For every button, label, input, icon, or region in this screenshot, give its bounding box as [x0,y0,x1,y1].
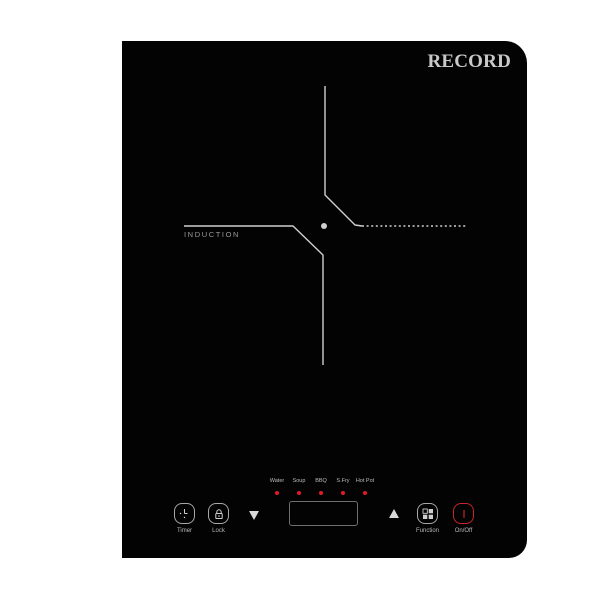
center-dot [321,223,327,229]
mode-water: Water [266,478,288,495]
red-led-icon [341,491,345,495]
lock-icon [214,508,223,519]
mode-label: Water [269,478,285,484]
clock-icon [179,509,188,519]
power-button-frame[interactable] [453,503,474,524]
lock-button-frame[interactable] [208,503,229,524]
mode-bbq: BBQ [310,478,332,495]
cooktop-panel: RECORD INDUCTION Water Soup BBQ S.Fry Ho… [122,41,527,558]
timer-label: Timer [176,528,193,534]
power-button[interactable]: On/Off [453,503,474,534]
red-led-icon [297,491,301,495]
grid-icon [422,508,433,519]
mode-indicators: Water Soup BBQ S.Fry Hot Pot [266,478,376,495]
digital-display [289,501,358,526]
mode-sfry: S.Fry [332,478,354,495]
mode-label: Soup [292,478,306,484]
up-triangle-icon[interactable] [389,509,399,518]
mode-label: BBQ [315,478,327,484]
function-label: Function [416,528,440,534]
lock-button[interactable]: Lock [208,503,229,534]
cooking-zone-marker [184,86,466,365]
power-label: On/Off [454,528,473,534]
down-triangle-icon[interactable] [249,511,259,520]
function-button[interactable]: Function [416,503,439,534]
timer-button-frame[interactable] [174,503,195,524]
brand-logo: RECORD [427,51,511,72]
red-led-icon [319,491,323,495]
power-icon [462,509,465,518]
timer-button[interactable]: Timer [174,503,195,534]
mode-soup: Soup [288,478,310,495]
lock-label: Lock [212,528,225,534]
function-button-frame[interactable] [417,503,438,524]
mode-hotpot: Hot Pot [354,478,376,495]
mode-label: Hot Pot [355,478,375,484]
mode-label: S.Fry [336,478,350,484]
red-led-icon [275,491,279,495]
induction-label: INDUCTION [184,230,241,239]
red-led-icon [363,491,367,495]
